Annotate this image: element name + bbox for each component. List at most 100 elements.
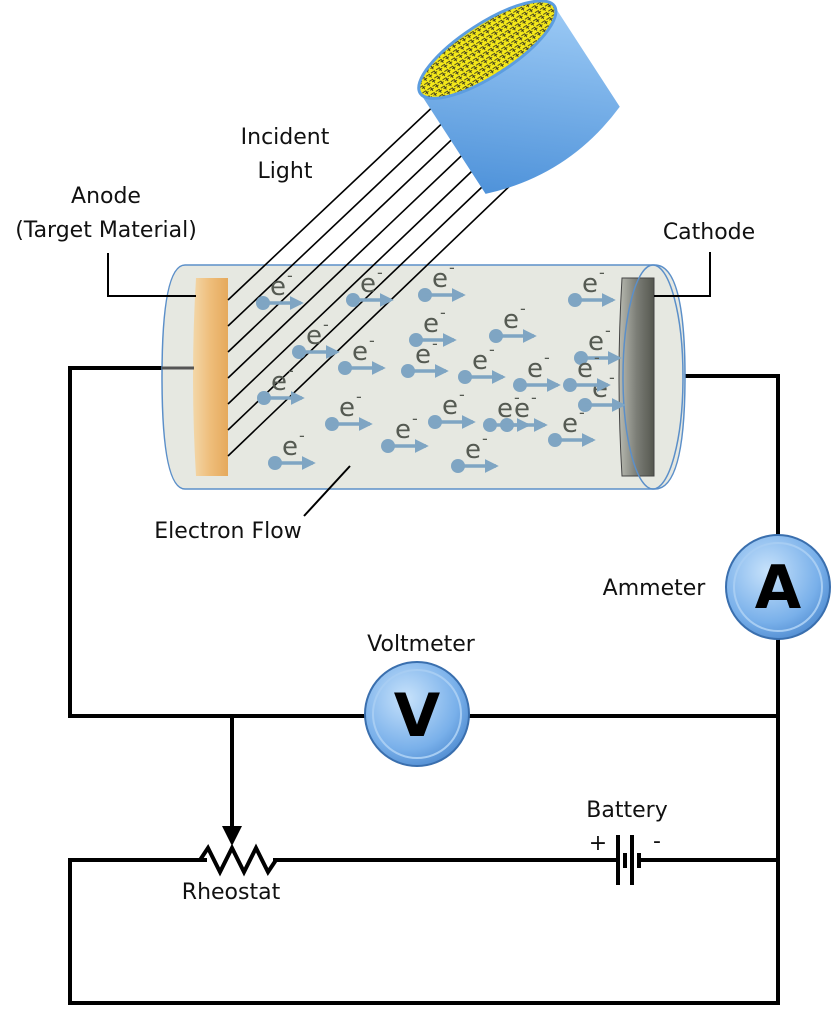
voltmeter: V xyxy=(364,661,470,767)
electron: e- xyxy=(489,299,537,343)
electron: e- xyxy=(338,331,386,375)
svg-text:-: - xyxy=(594,348,600,367)
svg-text:-: - xyxy=(520,299,526,318)
cathode-plate xyxy=(618,277,655,477)
electron: e- xyxy=(458,340,506,384)
electron: e- xyxy=(401,334,449,378)
circuit-wires xyxy=(68,366,780,1005)
label-ammeter: Ammeter xyxy=(603,576,707,601)
label-incident-light-2: Light xyxy=(258,159,313,184)
electron: e- xyxy=(256,266,304,310)
rheostat xyxy=(198,826,278,877)
electron: e- xyxy=(428,385,476,429)
svg-text:e: e xyxy=(395,415,411,445)
svg-text:-: - xyxy=(449,258,455,277)
svg-text:-: - xyxy=(440,303,446,322)
svg-text:-: - xyxy=(287,266,293,285)
svg-text:e: e xyxy=(360,269,376,299)
svg-text:e: e xyxy=(339,393,355,423)
svg-text:e: e xyxy=(582,269,598,299)
electron: e- xyxy=(325,387,373,431)
svg-text:-: - xyxy=(605,321,611,340)
light-ray xyxy=(227,112,454,327)
svg-text:-: - xyxy=(482,429,488,448)
svg-text:-: - xyxy=(288,361,294,380)
wiper-arrow-icon xyxy=(222,826,242,846)
battery-plus: + xyxy=(589,831,607,856)
svg-text:-: - xyxy=(432,334,438,353)
anode-plate xyxy=(193,278,228,476)
electron: e- xyxy=(409,303,457,347)
light-ray xyxy=(227,177,519,457)
electron: e- xyxy=(257,361,305,405)
svg-text:e: e xyxy=(306,321,322,351)
electron: e- xyxy=(513,348,561,392)
label-anode-target: (Target Material) xyxy=(15,218,197,243)
light-ray xyxy=(227,151,493,405)
light-ray xyxy=(227,164,506,431)
svg-text:-: - xyxy=(531,388,537,407)
electron: e- xyxy=(451,429,499,473)
lamp-face xyxy=(417,0,558,100)
electron: e- xyxy=(568,263,616,307)
svg-text:e: e xyxy=(271,367,287,397)
incident-light-rays xyxy=(227,99,519,457)
electron: e- xyxy=(418,258,466,302)
electrons: e-e-e-e-e-e-e-e-e-e-e-e-e-e-e-e-e-e-e-e-… xyxy=(256,258,626,473)
label-voltmeter: Voltmeter xyxy=(367,632,476,657)
light-ray xyxy=(227,99,441,301)
svg-text:-: - xyxy=(299,426,305,445)
svg-text:-: - xyxy=(412,409,418,428)
electron: e- xyxy=(346,263,394,307)
lamp-body xyxy=(420,6,620,194)
vacuum-tube xyxy=(161,264,686,490)
svg-text:-: - xyxy=(544,348,550,367)
electron: e- xyxy=(268,426,316,470)
svg-text:-: - xyxy=(579,403,585,422)
svg-text:e: e xyxy=(282,432,298,462)
resistor-zigzag xyxy=(198,843,278,877)
electron: e- xyxy=(548,403,596,447)
svg-text:e: e xyxy=(497,394,513,424)
label-battery: Battery xyxy=(586,798,667,823)
cathode-leader xyxy=(654,252,711,297)
svg-text:-: - xyxy=(377,263,383,282)
battery xyxy=(616,835,641,885)
svg-text:e: e xyxy=(472,346,488,376)
voltmeter-symbol: V xyxy=(394,681,441,751)
svg-text:e: e xyxy=(588,327,604,357)
svg-text:e: e xyxy=(592,374,608,404)
svg-text:-: - xyxy=(599,263,605,282)
label-anode: Anode xyxy=(71,184,141,209)
svg-text:e: e xyxy=(562,409,578,439)
wire-anode-to-voltmeter xyxy=(68,366,368,718)
electron: e- xyxy=(381,409,429,453)
svg-text:e: e xyxy=(270,272,286,302)
svg-text:-: - xyxy=(489,340,495,359)
ammeter-symbol: A xyxy=(755,553,802,623)
wire-return-loop xyxy=(68,636,780,1005)
svg-text:-: - xyxy=(514,388,520,407)
svg-text:-: - xyxy=(609,368,615,387)
battery-minus: - xyxy=(653,829,661,854)
electron: e- xyxy=(483,388,531,432)
svg-text:e: e xyxy=(514,394,530,424)
svg-text:e: e xyxy=(503,305,519,335)
wire-cathode-to-ammeter xyxy=(678,374,780,537)
electron: e- xyxy=(563,348,611,392)
anode-leader xyxy=(107,253,196,297)
label-rheostat: Rheostat xyxy=(182,880,281,905)
electron: e- xyxy=(574,321,622,365)
label-cathode: Cathode xyxy=(663,220,755,245)
svg-text:-: - xyxy=(459,385,465,404)
label-electron-flow: Electron Flow xyxy=(154,519,301,544)
svg-text:e: e xyxy=(465,435,481,465)
svg-text:e: e xyxy=(577,354,593,384)
svg-text:e: e xyxy=(423,309,439,339)
svg-text:e: e xyxy=(432,264,448,294)
svg-text:-: - xyxy=(369,331,375,350)
svg-text:e: e xyxy=(527,354,543,384)
light-ray xyxy=(227,138,480,379)
light-ray xyxy=(227,125,467,353)
